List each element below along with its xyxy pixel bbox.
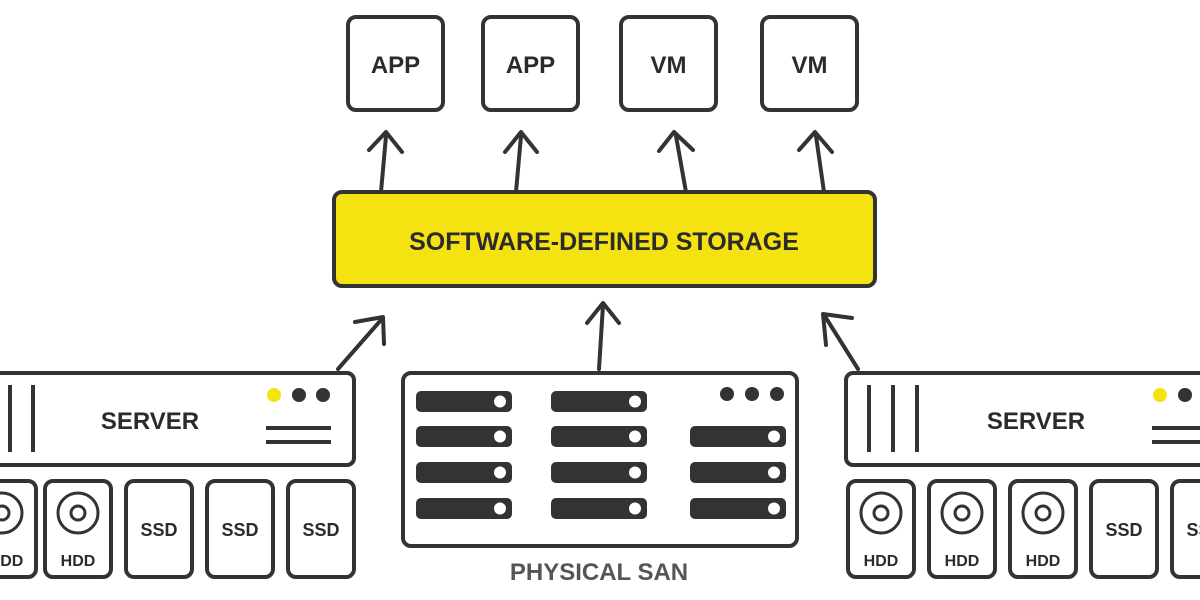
vm-box-1: VM — [619, 15, 718, 112]
arrow-up-4 — [797, 130, 834, 194]
app-box-2: APP — [481, 15, 580, 112]
san-drive-slots — [416, 391, 786, 519]
vm-box-1-label: VM — [651, 52, 687, 79]
drive-label: HDD — [864, 553, 899, 570]
drive-label: HDD — [61, 553, 96, 570]
physical-san: PHYSICAL SAN — [401, 371, 799, 586]
status-light — [745, 387, 759, 401]
san-drive-slot — [551, 498, 647, 519]
drive-hdd: HDD — [1008, 479, 1078, 579]
app-box-1-label: APP — [371, 52, 420, 79]
arrow-up-3 — [657, 130, 695, 194]
san-drive-slot — [690, 462, 786, 483]
drive-hdd: HDD — [846, 479, 916, 579]
arrow-right-server — [821, 312, 860, 371]
sds-label: SOFTWARE-DEFINED STORAGE — [409, 228, 799, 256]
drive-label: HDD — [0, 553, 23, 570]
san-drive-slot — [551, 426, 647, 447]
status-light — [720, 387, 734, 401]
left-server: SERVER — [0, 371, 356, 467]
drive-label: SSD — [302, 520, 339, 540]
san-drive-slot — [416, 498, 512, 519]
status-light-yellow — [1153, 388, 1167, 402]
status-light — [1178, 388, 1192, 402]
san-drive-slot — [416, 426, 512, 447]
app-box-2-label: APP — [506, 52, 555, 79]
app-box-1: APP — [346, 15, 445, 112]
drive-hdd: HDD — [927, 479, 997, 579]
san-drive-slot — [416, 462, 512, 483]
drive-label: SSD — [221, 520, 258, 540]
san-drive-slot — [416, 391, 512, 412]
drive-hdd: HDD — [43, 479, 113, 579]
drive-hdd: HDD — [0, 479, 38, 579]
san-drive-slot — [690, 498, 786, 519]
san-drive-slot — [551, 391, 647, 412]
right-drives: HDD HDD HDD SSD SSD — [846, 479, 1200, 579]
vm-box-2-label: VM — [792, 52, 828, 79]
drive-label: HDD — [945, 553, 980, 570]
arrow-up-2 — [503, 130, 539, 194]
sds-bar: SOFTWARE-DEFINED STORAGE — [332, 190, 877, 288]
right-server: SERVER — [844, 371, 1200, 467]
drive-label: SSD — [1105, 520, 1142, 540]
status-light-yellow — [267, 388, 281, 402]
arrow-up-1 — [367, 130, 404, 194]
drive-ssd: SSD — [1089, 479, 1159, 579]
vm-box-2: VM — [760, 15, 859, 112]
status-light — [316, 388, 330, 402]
left-drives: HDD HDD SSD SSD SSD — [0, 479, 356, 579]
drive-ssd: SSD — [1170, 479, 1200, 579]
san-drive-slot — [551, 462, 647, 483]
arrow-left-server — [336, 315, 386, 371]
san-drive-slot — [690, 426, 786, 447]
san-label: PHYSICAL SAN — [510, 559, 688, 586]
drive-label: SSD — [1186, 520, 1200, 540]
status-light — [770, 387, 784, 401]
drive-ssd: SSD — [286, 479, 356, 579]
drive-ssd: SSD — [124, 479, 194, 579]
right-server-label: SERVER — [987, 408, 1085, 435]
arrow-san — [585, 301, 621, 371]
drive-label: HDD — [1026, 553, 1061, 570]
status-light — [292, 388, 306, 402]
left-server-label: SERVER — [101, 408, 199, 435]
drive-label: SSD — [140, 520, 177, 540]
drive-ssd: SSD — [205, 479, 275, 579]
